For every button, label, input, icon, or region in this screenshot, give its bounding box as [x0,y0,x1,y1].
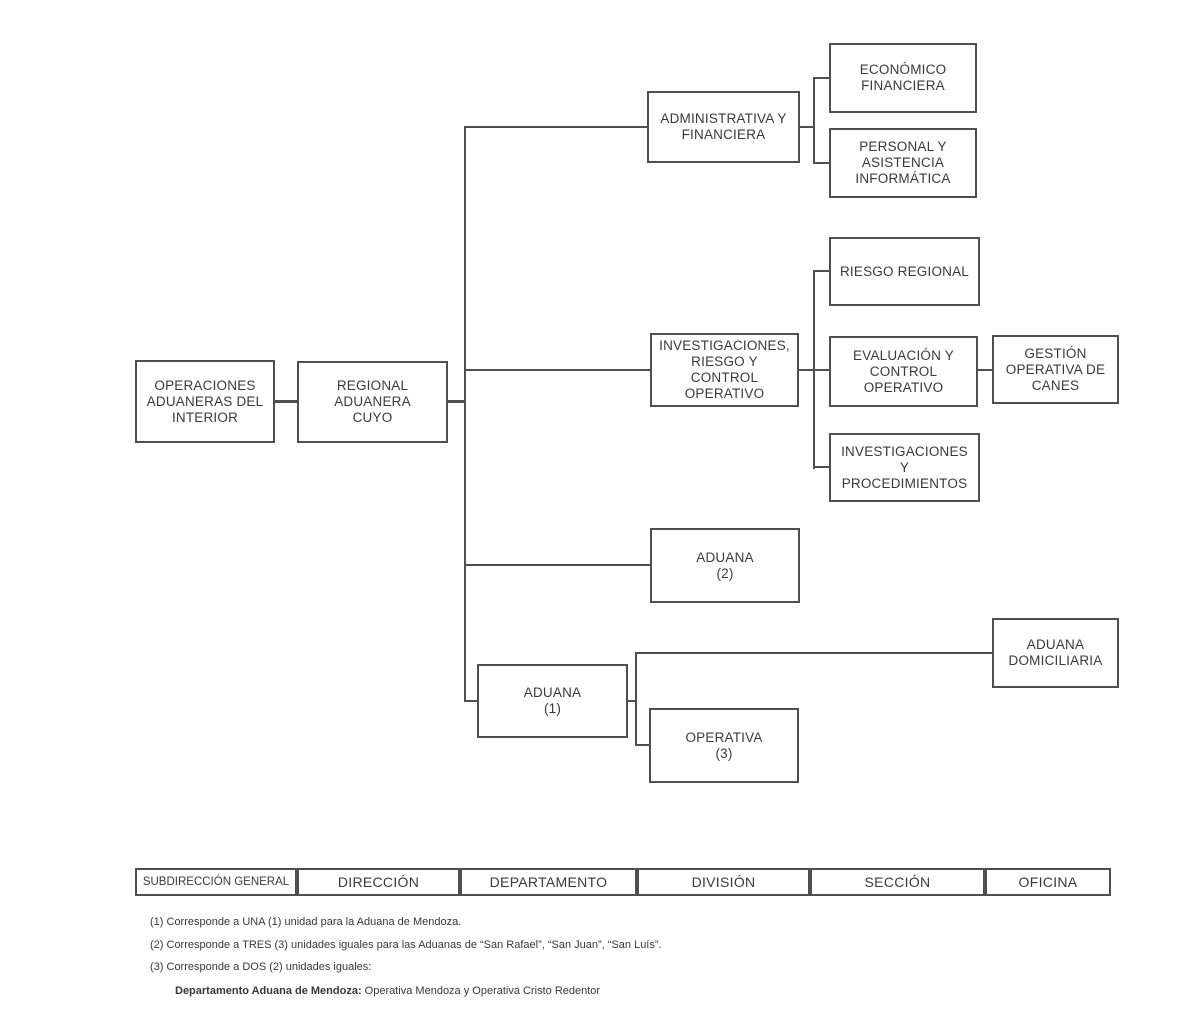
connector-to-investigaciones-proc [813,466,829,468]
connector-branch-investigaciones [464,369,650,371]
legend-cell-departamento: DEPARTAMENTO [460,868,637,896]
connector-to-riesgo-regional [813,270,829,272]
footnote-1: (1) Corresponde a UNA (1) unidad para la… [150,916,462,928]
connector-to-aduana-domiciliaria [635,652,992,654]
org-node-investigaciones-y-procedimientos: INVESTIGACIONES Y PROCEDIMIENTOS [829,433,980,502]
connector-to-operativa [635,744,649,746]
connector-investigaciones-vertical [813,270,815,469]
org-node-personal-y-asistencia-informatica: PERSONAL Y ASISTENCIA INFORMÁTICA [829,128,977,198]
legend-cell-subdireccion-general: SUBDIRECCIÓN GENERAL [135,868,297,896]
footnote-3: (3) Corresponde a DOS (2) unidades igual… [150,961,372,973]
org-node-economico-financiera: ECONÓMICO FINANCIERA [829,43,977,113]
legend-cell-division: DIVISIÓN [637,868,810,896]
org-node-gestion-operativa-de-canes: GESTIÓN OPERATIVA DE CANES [992,335,1119,404]
footnote-4-department-label: Departamento Aduana de Mendoza: [175,985,362,997]
footnote-4: Departamento Aduana de Mendoza: Operativ… [175,985,600,998]
org-node-investigaciones-riesgo-y-control-operativo: INVESTIGACIONES, RIESGO Y CONTROL OPERAT… [650,333,799,407]
org-node-aduana-domiciliaria: ADUANA DOMICILIARIA [992,618,1119,688]
legend-cell-direccion: DIRECCIÓN [297,868,460,896]
connector-aduana-1-out [628,700,637,702]
connector-administrativa-out [800,126,815,128]
org-node-regional-aduanera-cuyo: REGIONAL ADUANERA CUYO [297,361,448,443]
org-node-aduana-1: ADUANA (1) [477,664,628,738]
connector-to-economico [813,77,829,79]
connector-operaciones-regional [275,400,297,403]
connector-evaluacion-gestion-canes [978,369,992,371]
footnote-4-units: Operativa Mendoza y Operativa Cristo Red… [361,985,601,997]
connector-regional-trunk [448,400,466,403]
org-node-evaluacion-y-control-operativo: EVALUACIÓN Y CONTROL OPERATIVO [829,336,978,407]
connector-to-personal [813,162,829,164]
org-node-administrativa-y-financiera: ADMINISTRATIVA Y FINANCIERA [647,91,800,163]
connector-aduana-1-vertical [635,652,637,746]
connector-branch-aduana-2 [464,564,650,566]
legend-cell-oficina: OFICINA [985,868,1111,896]
connector-branch-administrativa [464,126,647,128]
footnote-2: (2) Corresponde a TRES (3) unidades igua… [150,939,662,951]
org-node-riesgo-regional: RIESGO REGIONAL [829,237,980,306]
connector-branch-aduana-1 [464,700,477,702]
connector-trunk-vertical [464,126,466,702]
legend-cell-seccion: SECCIÓN [810,868,985,896]
hierarchy-legend: SUBDIRECCIÓN GENERAL DIRECCIÓN DEPARTAME… [135,868,1111,896]
org-node-operaciones-aduaneras-del-interior: OPERACIONES ADUANERAS DEL INTERIOR [135,360,275,443]
org-node-operativa-3: OPERATIVA (3) [649,708,799,783]
org-node-aduana-2: ADUANA (2) [650,528,800,603]
connector-administrativa-vertical [813,77,815,164]
